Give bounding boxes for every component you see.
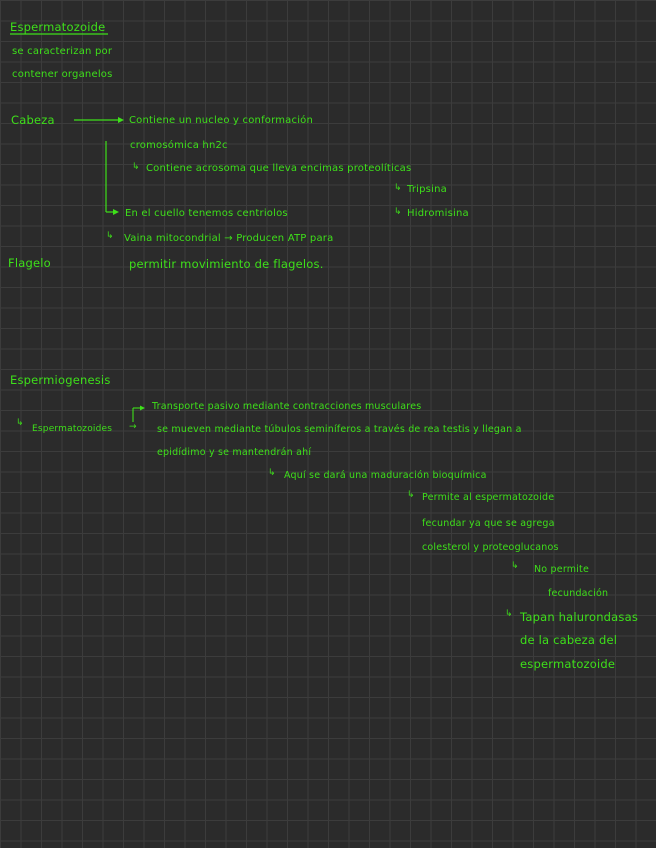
enzyme-hidromisina: Hidromisina xyxy=(407,208,469,219)
hook-arrow-icon: ↳ xyxy=(268,468,276,478)
hook-arrow-icon: ↳ xyxy=(132,162,140,172)
vaina-line: Vaina mitocondrial → Producen ATP para xyxy=(124,233,334,244)
hook-arrow-icon: ↳ xyxy=(106,231,114,241)
hook-arrow-icon: ↳ xyxy=(407,490,415,500)
permite-line-1: Permite al espermatozoide xyxy=(422,492,555,503)
permite-line-2: fecundar ya que se agrega xyxy=(422,518,555,529)
cabeza-bracket-head xyxy=(113,209,119,215)
transporte-line: Transporte pasivo mediante contracciones… xyxy=(152,401,422,412)
no-permite-line-2: fecundación xyxy=(548,588,609,599)
hook-arrow-icon: ↳ xyxy=(16,418,24,428)
page-title: Espermatozoide xyxy=(10,20,106,34)
intro-line-1: se caracterizan por xyxy=(12,46,113,57)
no-permite-line-1: No permite xyxy=(534,564,590,575)
cabeza-description-2: cromosómica hn2c xyxy=(130,140,228,151)
label-flagelo: Flagelo xyxy=(8,256,51,270)
tapan-line-3: espermatozoide xyxy=(520,657,616,671)
label-cabeza: Cabeza xyxy=(11,113,55,127)
cuello-line: En el cuello tenemos centriolos xyxy=(125,208,288,219)
tapan-line-1: Tapan halurondasas xyxy=(520,610,639,624)
hook-arrow-icon: ↳ xyxy=(505,609,513,619)
section-title-espermiogenesis: Espermiogenesis xyxy=(10,373,111,387)
enzyme-tripsina: Tripsina xyxy=(407,184,447,195)
vaina-line-2: permitir movimiento de flagelos. xyxy=(129,257,324,271)
permite-line-3: colesterol y proteoglucanos xyxy=(422,542,559,553)
cabeza-description-1: Contiene un nucleo y conformación xyxy=(129,115,314,126)
tapan-line-2: de la cabeza del xyxy=(520,633,618,647)
hook-arrow-icon: ↳ xyxy=(394,183,402,193)
label-espermatozoides: Espermatozoides xyxy=(32,424,113,434)
hook-arrow-icon: ↳ xyxy=(394,207,402,217)
epididimo-line: epidídimo y se mantendrán ahí xyxy=(157,447,312,458)
hook-arrow-icon: ↳ xyxy=(511,561,519,571)
mueven-line: se mueven mediante túbulos seminíferos a… xyxy=(157,424,522,435)
esp-bracket-head xyxy=(140,405,145,411)
intro-line-2: contener organelos xyxy=(12,69,113,80)
acrosoma-line: Contiene acrosoma que lleva encimas prot… xyxy=(146,163,412,174)
right-arrow-icon: → xyxy=(129,422,137,432)
cabeza-arrow-head xyxy=(118,117,124,123)
maduracion-line: Aquí se dará una maduración bioquímica xyxy=(284,470,487,481)
